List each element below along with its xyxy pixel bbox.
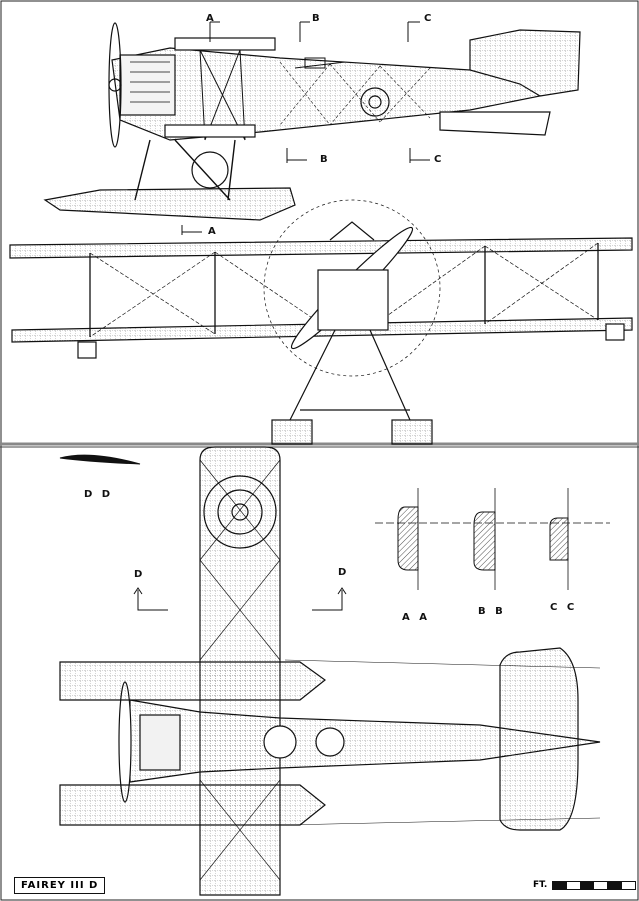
- section-marker-d-right: D: [338, 567, 347, 578]
- sections: [59, 454, 610, 611]
- scale-label: FT.: [533, 880, 548, 890]
- section-marker-c-top: C: [424, 13, 432, 24]
- section-caption-cc: C C: [550, 602, 578, 613]
- section-marker-d-left: D: [134, 569, 143, 580]
- drawing-title: FAIREY III D: [14, 877, 106, 894]
- section-bb-shape: [473, 511, 496, 571]
- section-marker-c-bottom: C: [434, 154, 442, 165]
- side-view: [43, 21, 581, 235]
- section-caption-dd: D D: [84, 489, 114, 500]
- section-caption-aa: A A: [402, 612, 430, 623]
- section-caption-bb: B B: [478, 606, 506, 617]
- section-marker-b-top: B: [312, 13, 320, 24]
- section-marker-a-bottom: A: [208, 226, 216, 237]
- section-cc-shape: [549, 517, 569, 561]
- section-dd-airfoil: [59, 454, 141, 465]
- front-view: [9, 199, 633, 445]
- scale-bar: [552, 881, 636, 890]
- plan-view: [59, 446, 601, 896]
- section-marker-a-top: A: [206, 13, 214, 24]
- section-aa-shape: [397, 506, 419, 571]
- section-marker-b-bottom: B: [320, 154, 328, 165]
